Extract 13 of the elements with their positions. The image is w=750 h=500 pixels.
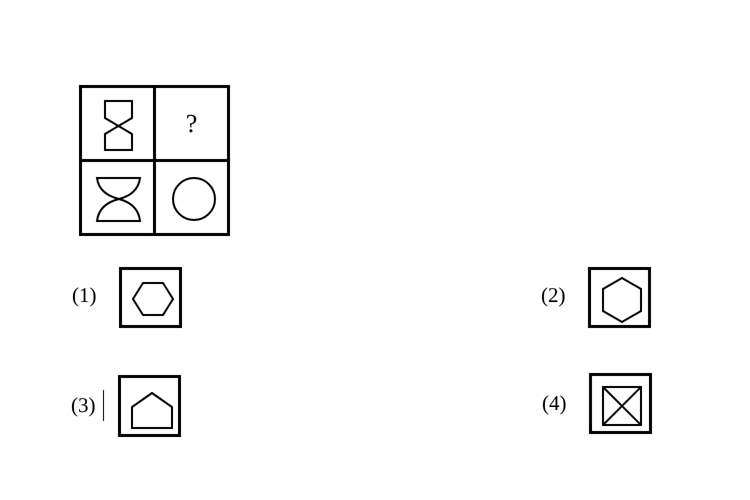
grid-cell [153,85,230,162]
grid-cell [79,159,156,236]
option-number: (2) [541,285,566,306]
option-box [118,375,181,437]
question-mark: ? [184,110,198,136]
grid-cell [79,85,156,162]
grid-cell [153,159,230,236]
option-box [589,373,652,434]
option-number: (3) [71,395,96,416]
option-number: (4) [542,393,566,414]
option-box [588,267,651,328]
option-number: (1) [72,285,96,306]
option-box [119,267,182,328]
